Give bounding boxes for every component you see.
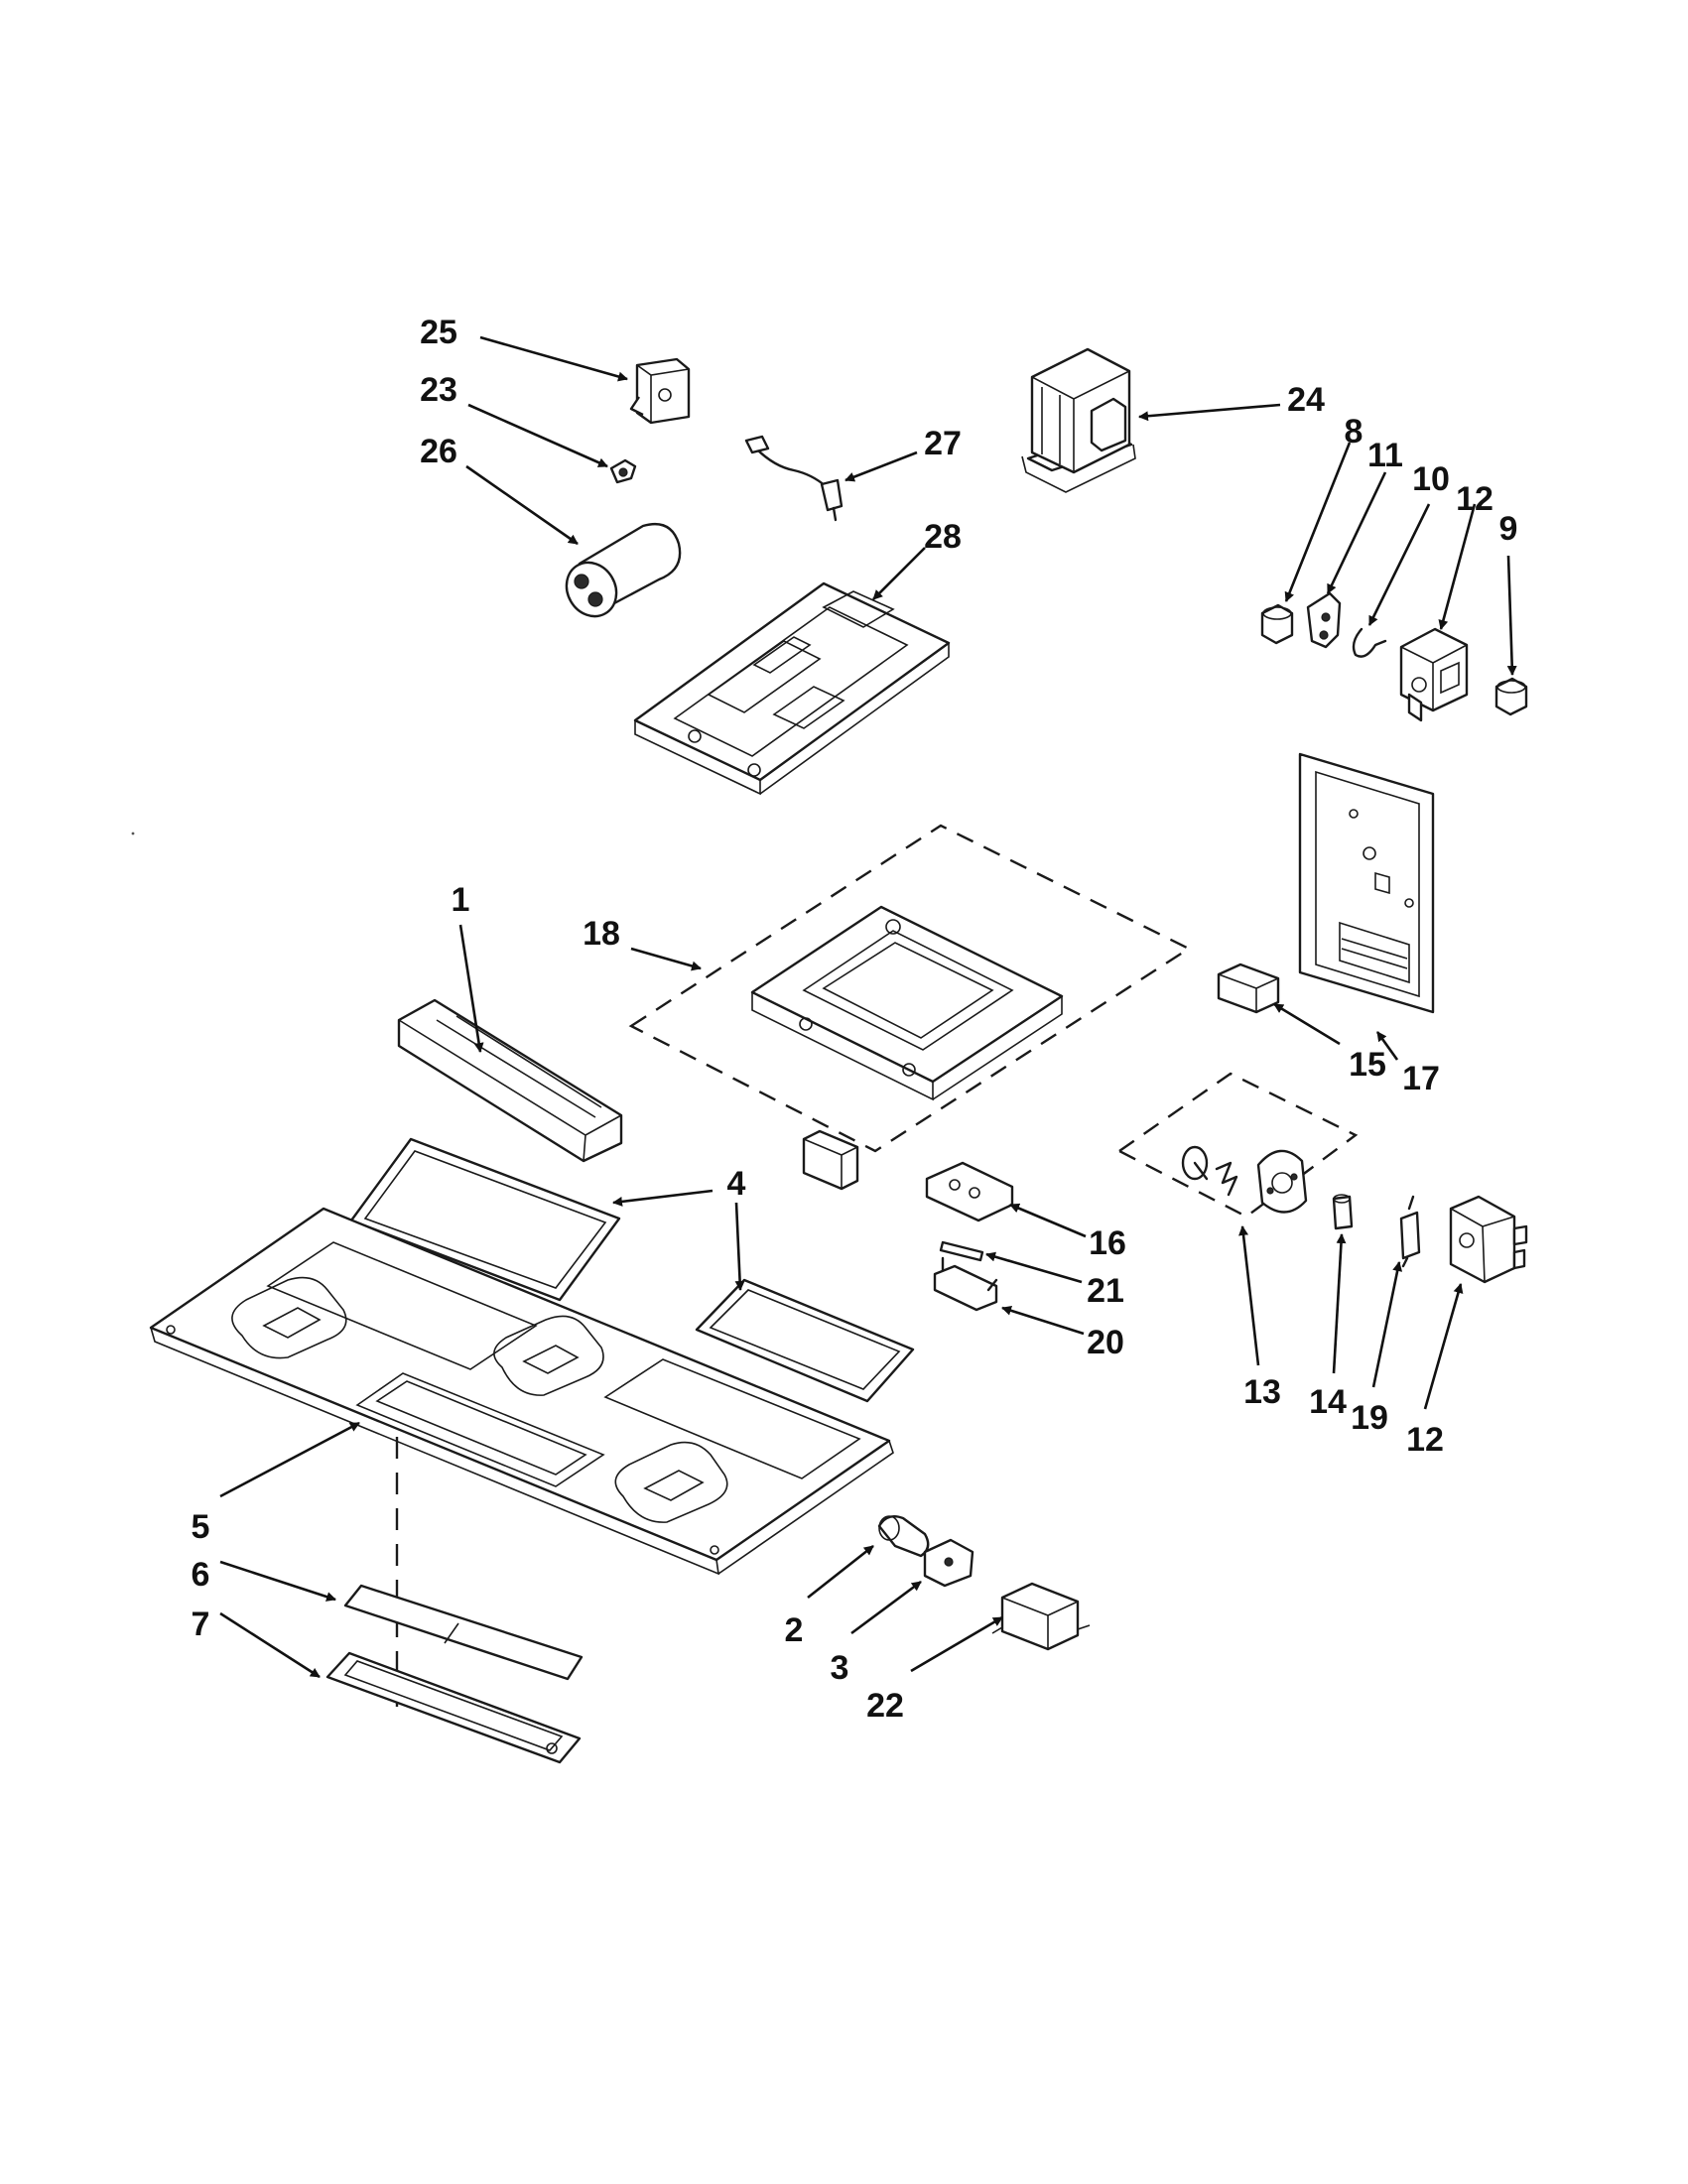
callout-28: 28	[924, 518, 962, 556]
callout-7: 7	[192, 1606, 210, 1643]
part-16-bracket	[925, 1161, 1014, 1222]
part-20-fuse-holder	[933, 1256, 998, 1312]
callout-9: 9	[1499, 510, 1518, 548]
part-28-base-plate	[633, 581, 951, 796]
part-12-interlock-bracket	[1399, 627, 1469, 722]
part-8-knob	[1260, 603, 1294, 645]
part-23-clip	[609, 458, 637, 484]
callout-3: 3	[831, 1649, 849, 1687]
callout-1: 1	[452, 881, 470, 919]
callout-labels: 25 23 26 27 28 24 8 11 10 12 9 1 18 17 1…	[192, 314, 1518, 1725]
callout-12-bottom: 12	[1406, 1421, 1444, 1459]
callout-23: 23	[420, 371, 457, 409]
callout-13: 13	[1243, 1373, 1281, 1411]
part-14-plunger	[1332, 1194, 1354, 1230]
callout-18: 18	[583, 915, 620, 953]
callout-11: 11	[1367, 437, 1403, 474]
callout-21: 21	[1087, 1272, 1124, 1310]
callout-16: 16	[1089, 1224, 1126, 1262]
callout-24: 24	[1287, 381, 1325, 419]
callout-22: 22	[866, 1687, 904, 1725]
callout-5: 5	[192, 1508, 210, 1546]
callout-26: 26	[420, 433, 457, 470]
part-1-vent-grille	[397, 998, 623, 1163]
part-24-transformer	[1021, 347, 1136, 493]
callout-2: 2	[785, 1611, 804, 1649]
part-6-lens-cover	[343, 1584, 584, 1681]
part-3-socket-mount	[923, 1538, 974, 1588]
part-11-latch-lever	[1306, 591, 1342, 649]
part-19-switch	[1399, 1195, 1421, 1268]
callout-27: 27	[924, 425, 962, 462]
callout-25: 25	[420, 314, 457, 351]
callout-6: 6	[192, 1556, 210, 1594]
part-25-bracket	[629, 357, 691, 425]
part-4-filter-right	[695, 1278, 915, 1403]
part-22-block	[991, 1582, 1091, 1651]
callout-4: 4	[727, 1165, 746, 1203]
part-15-module	[1217, 963, 1280, 1014]
stray-dot	[131, 832, 135, 835]
callout-14: 14	[1309, 1383, 1347, 1421]
part-12-interlock-bracket-lower	[1449, 1195, 1528, 1284]
part-4-filter-left	[349, 1137, 621, 1302]
part-7-lamp-frame	[325, 1651, 582, 1764]
callout-8: 8	[1345, 413, 1363, 450]
callout-19: 19	[1351, 1399, 1388, 1437]
part-13-group	[1116, 1072, 1359, 1219]
callout-15: 15	[1349, 1046, 1386, 1084]
part-18-group	[628, 824, 1192, 1191]
part-27-diode	[744, 435, 844, 522]
part-2-socket	[877, 1515, 930, 1558]
callout-20: 20	[1087, 1324, 1124, 1361]
leader-lines	[219, 335, 1517, 1679]
callout-12-top: 12	[1456, 480, 1493, 518]
part-5-bottom-plate	[149, 1207, 894, 1576]
callout-17: 17	[1402, 1060, 1440, 1097]
part-21-fuse	[939, 1240, 984, 1262]
part-10-spring	[1352, 627, 1387, 658]
part-9-knob	[1494, 677, 1528, 716]
part-17-back-panel	[1298, 752, 1435, 1014]
callout-10: 10	[1412, 460, 1450, 498]
part-26-capacitor	[565, 522, 682, 618]
